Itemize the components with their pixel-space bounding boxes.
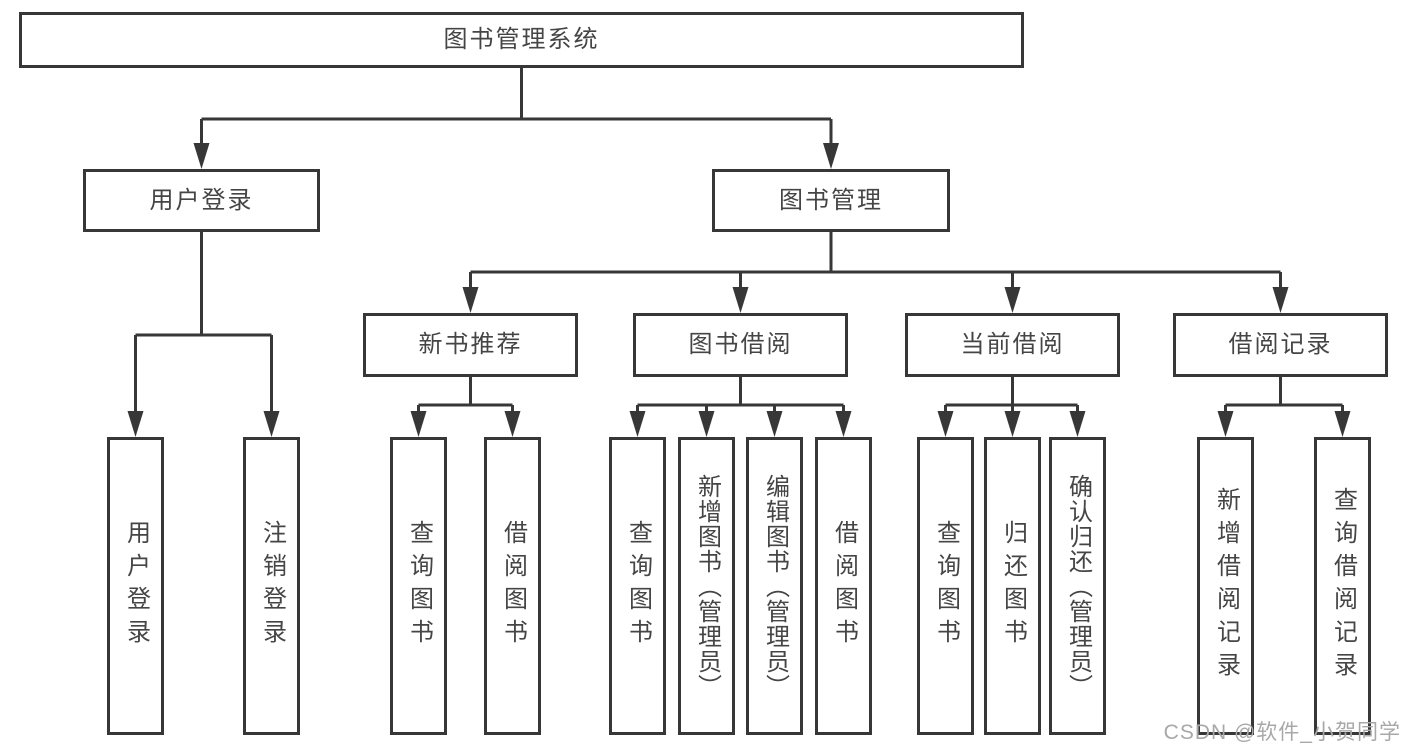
leaf-borrow-query-book: 查询图书 (609, 437, 666, 735)
leaf-borrow-add-book-admin: 新增图书（管理员） (678, 437, 735, 735)
connector-bookmgmt-to-level2 (469, 232, 1282, 287)
leaf-current-confirm-return-admin-label: 确认归还（管理员） (1064, 473, 1092, 699)
leaf-current-return-book-label: 归还图书 (999, 520, 1027, 652)
node-current-borrowing-label: 当前借阅 (960, 331, 1065, 358)
leaf-borrow-edit-book-admin-label: 编辑图书（管理员） (761, 473, 789, 699)
node-user-login: 用户登录 (83, 169, 320, 232)
leaf-records-add-record: 新增借阅记录 (1197, 437, 1254, 735)
node-user-login-label: 用户登录 (149, 186, 254, 214)
connector-bookborrow-to-leaves (636, 377, 845, 411)
node-library-system-label: 图书管理系统 (443, 26, 600, 53)
connector-records-to-leaves (1224, 377, 1344, 411)
leaf-borrow-edit-book-admin: 编辑图书（管理员） (746, 437, 803, 735)
node-new-book-recommend: 新书推荐 (363, 313, 578, 377)
node-book-borrowing-label: 图书借阅 (688, 331, 793, 358)
leaf-current-query-book: 查询图书 (917, 437, 974, 735)
node-book-management: 图书管理 (712, 169, 950, 232)
leaf-user-login-label: 用户登录 (122, 520, 150, 652)
node-book-management-label: 图书管理 (779, 186, 883, 214)
connector-userlogin-to-leaves (134, 232, 273, 411)
node-book-borrowing: 图书借阅 (633, 313, 848, 377)
node-borrowing-records-label: 借阅记录 (1228, 331, 1333, 358)
leaf-current-return-book: 归还图书 (984, 437, 1041, 735)
connector-currentborrow-to-leaves (944, 377, 1079, 411)
leaf-recommend-query-book: 查询图书 (390, 437, 447, 735)
leaf-recommend-borrow-book: 借阅图书 (484, 437, 541, 735)
connector-root-to-level1 (200, 68, 833, 143)
leaf-borrow-borrow-book: 借阅图书 (815, 437, 872, 735)
leaf-logout: 注销登录 (243, 437, 300, 735)
node-library-system: 图书管理系统 (19, 12, 1024, 68)
leaf-current-query-book-label: 查询图书 (932, 520, 960, 652)
node-new-book-recommend-label: 新书推荐 (418, 331, 523, 358)
leaf-user-login: 用户登录 (107, 437, 164, 735)
leaf-borrow-add-book-admin-label: 新增图书（管理员） (693, 473, 721, 699)
leaf-records-add-record-label: 新增借阅记录 (1212, 487, 1240, 685)
leaf-records-query-record-label: 查询借阅记录 (1329, 487, 1357, 685)
node-borrowing-records: 借阅记录 (1173, 313, 1388, 377)
leaf-recommend-query-book-label: 查询图书 (405, 520, 433, 652)
node-current-borrowing: 当前借阅 (905, 313, 1120, 377)
leaf-current-confirm-return-admin: 确认归还（管理员） (1049, 437, 1106, 735)
leaf-borrow-query-book-label: 查询图书 (624, 520, 652, 652)
watermark: CSDN @软件_小贺同学 (1163, 721, 1401, 744)
leaf-logout-label: 注销登录 (258, 520, 286, 652)
leaf-records-query-record: 查询借阅记录 (1314, 437, 1371, 735)
arrowheads (127, 143, 1351, 437)
leaf-recommend-borrow-book-label: 借阅图书 (499, 520, 527, 652)
leaf-borrow-borrow-book-label: 借阅图书 (830, 520, 858, 652)
connector-newbook-to-leaves (417, 377, 514, 411)
